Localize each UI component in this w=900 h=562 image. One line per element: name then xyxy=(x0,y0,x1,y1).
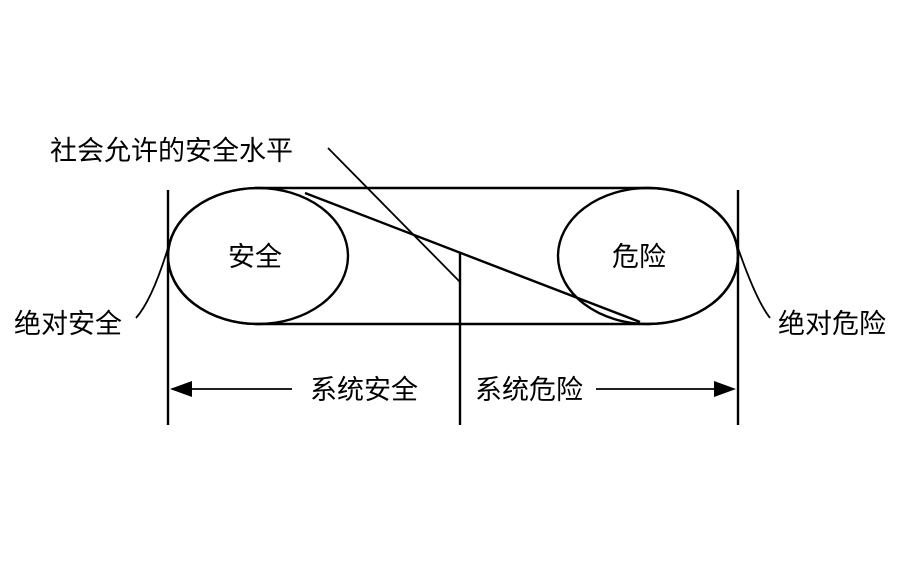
danger-label: 危险 xyxy=(612,242,666,273)
system-safe-arrowhead xyxy=(170,381,192,397)
social-level-pointer xyxy=(327,147,461,283)
system-safe-label: 系统安全 xyxy=(310,375,418,406)
tangent-diagonal xyxy=(304,191,641,324)
absolute-safe-leader xyxy=(135,247,169,319)
safe-label: 安全 xyxy=(228,242,282,273)
system-danger-label: 系统危险 xyxy=(475,375,583,406)
absolute-safe-label: 绝对安全 xyxy=(14,309,122,340)
absolute-danger-label: 绝对危险 xyxy=(778,309,886,340)
social-level-label: 社会允许的安全水平 xyxy=(50,136,293,167)
system-danger-arrowhead xyxy=(714,381,736,397)
absolute-danger-leader xyxy=(737,247,771,319)
